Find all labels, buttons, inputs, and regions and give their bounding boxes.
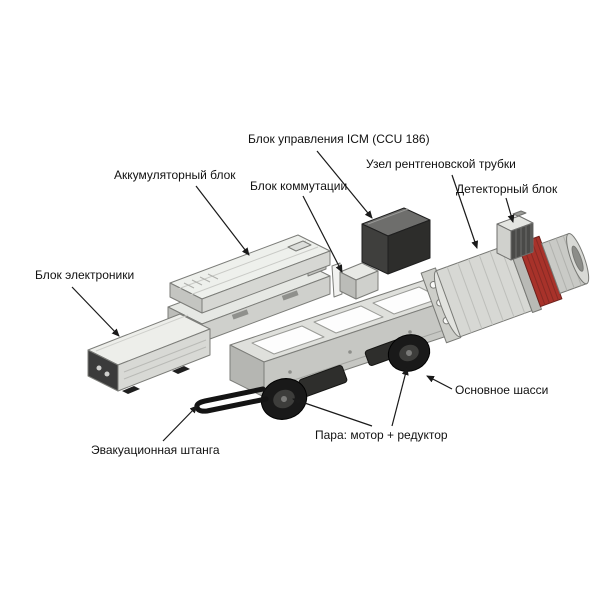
arrow-electronics-unit bbox=[72, 287, 120, 337]
lid-seam-lines bbox=[0, 0, 318, 295]
arrow-motor-left bbox=[292, 397, 372, 426]
wheels-drawing bbox=[256, 329, 435, 426]
chassis-window bbox=[314, 306, 383, 333]
icm-sheen bbox=[368, 209, 408, 224]
electronics-unit-drawing bbox=[88, 314, 210, 394]
detector-left-face bbox=[497, 224, 511, 260]
chassis-window bbox=[252, 326, 324, 354]
chassis-bolt bbox=[408, 330, 412, 334]
lid-plate bbox=[288, 241, 311, 251]
evacuation-rod-drawing bbox=[197, 389, 266, 411]
label-motor-gearbox-pair: Пара: мотор + редуктор bbox=[315, 428, 448, 442]
arrow-battery-unit bbox=[196, 186, 250, 256]
tray-handle-slot bbox=[231, 309, 249, 320]
icm-control-unit-drawing bbox=[362, 208, 430, 274]
electronics-slots bbox=[124, 340, 206, 379]
arrow-detector-unit bbox=[506, 198, 515, 223]
lid-vents bbox=[184, 274, 218, 288]
electronics-connector bbox=[104, 371, 110, 377]
arrow-xray-tube-assembly bbox=[452, 175, 479, 249]
label-detector-unit: Детекторный блок bbox=[456, 182, 558, 196]
main-chassis-drawing bbox=[230, 280, 459, 397]
chassis-bolt bbox=[288, 370, 292, 374]
label-xray-tube-assembly: Узел рентгеновской трубки bbox=[366, 157, 516, 171]
wheel-left bbox=[256, 372, 313, 425]
electronics-connector bbox=[96, 365, 102, 371]
arrow-icm-control-unit bbox=[317, 151, 373, 219]
arrow-motor-right bbox=[392, 367, 409, 426]
switching-left-face bbox=[340, 272, 356, 299]
chassis-lower-rail bbox=[264, 325, 459, 390]
collimator-aperture bbox=[570, 245, 585, 272]
electronics-foot bbox=[122, 386, 140, 394]
arrow-switching-unit bbox=[303, 196, 342, 273]
label-main-chassis: Основное шасси bbox=[455, 383, 549, 397]
wheel-right bbox=[383, 329, 435, 377]
battery-lid bbox=[0, 0, 330, 313]
tube-body-ribs bbox=[447, 247, 525, 333]
label-icm-control-unit: Блок управления ICM (CCU 186) bbox=[248, 132, 430, 146]
chassis-bolt bbox=[348, 350, 352, 354]
label-evacuation-rod: Эвакуационная штанга bbox=[91, 443, 220, 457]
switching-unit-drawing bbox=[332, 263, 378, 299]
arrow-main-chassis bbox=[426, 376, 452, 389]
electronics-seam bbox=[96, 315, 188, 351]
callout-arrows bbox=[72, 151, 515, 441]
label-battery-unit: Аккумуляторный блок bbox=[114, 168, 236, 182]
tray-handle-slot bbox=[281, 290, 299, 301]
battery-unit-drawing bbox=[0, 0, 330, 342]
detector-unit-drawing bbox=[497, 211, 533, 260]
xray-tube-assembly-drawing bbox=[421, 219, 596, 344]
arrow-evacuation-rod bbox=[163, 405, 198, 441]
electronics-end-panel bbox=[88, 350, 118, 391]
icm-left-face bbox=[362, 224, 388, 274]
label-switching-unit: Блок коммутации bbox=[250, 179, 348, 193]
electronics-foot bbox=[172, 366, 190, 374]
detector-grille-lines bbox=[516, 223, 531, 258]
label-electronics-unit: Блок электроники bbox=[35, 268, 135, 282]
detector-cap bbox=[513, 211, 526, 216]
